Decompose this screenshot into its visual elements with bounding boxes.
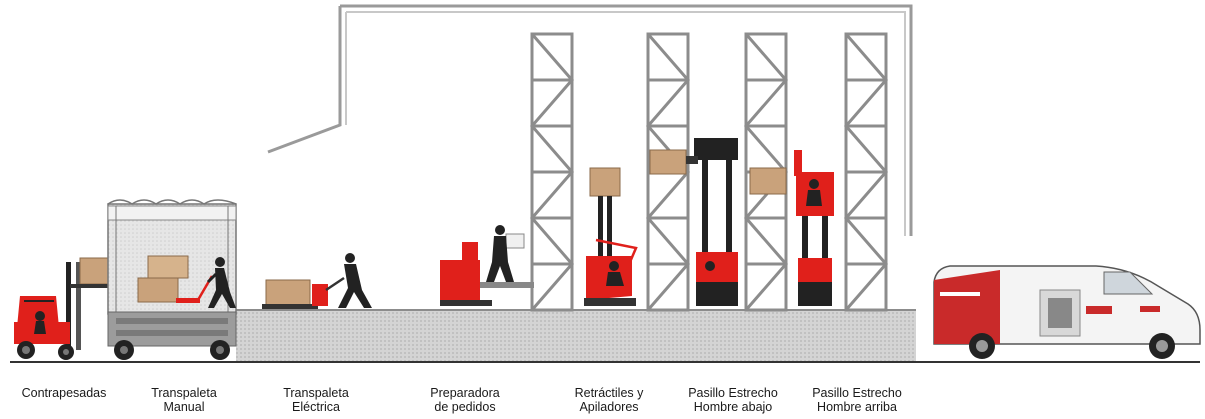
label-retractiles-line2: Apiladores xyxy=(579,400,639,414)
label-transpaleta-electrica-line1: Transpaleta xyxy=(283,386,349,400)
label-hombre-arriba-line2: Hombre arriba xyxy=(817,400,897,414)
label-transpaleta-manual-line2: Manual xyxy=(163,400,205,414)
label-preparadora-line2: de pedidos xyxy=(434,400,496,414)
label-preparadora-de-pedidos: Preparadora de pedidos xyxy=(430,386,500,414)
warehouse-building xyxy=(267,4,913,236)
label-preparadora-line1: Preparadora xyxy=(430,386,500,400)
loading-dock xyxy=(10,309,1200,363)
label-contrapesadas: Contrapesadas xyxy=(22,386,107,400)
counterbalance-forklift xyxy=(14,257,125,360)
service-van xyxy=(933,265,1201,359)
order-picker xyxy=(440,225,534,306)
electric-pallet-truck xyxy=(262,253,372,309)
label-pasillo-estrecho-hombre-arriba: Pasillo Estrecho Hombre arriba xyxy=(812,386,902,414)
label-hombre-abajo-line1: Pasillo Estrecho xyxy=(688,386,778,400)
narrow-aisle-man-up xyxy=(749,150,834,306)
reach-truck xyxy=(584,167,638,306)
label-hombre-arriba-line1: Pasillo Estrecho xyxy=(812,386,902,400)
label-retractiles-y-apiladores: Retráctiles y Apiladores xyxy=(575,386,644,414)
label-hombre-abajo-line2: Hombre abajo xyxy=(693,400,773,414)
rack-1 xyxy=(530,32,574,312)
manual-pallet-truck xyxy=(176,257,236,308)
label-retractiles-line1: Retráctiles y xyxy=(574,386,644,400)
label-pasillo-estrecho-hombre-abajo: Pasillo Estrecho Hombre abajo xyxy=(688,386,778,414)
label-transpaleta-electrica-line2: Eléctrica xyxy=(292,400,340,414)
label-transpaleta-manual-line1: Transpaleta xyxy=(151,386,217,400)
label-transpaleta-electrica: Transpaleta Eléctrica xyxy=(283,386,349,414)
rack-4 xyxy=(844,32,888,312)
label-contrapesadas-line1: Contrapesadas xyxy=(21,386,107,400)
label-transpaleta-manual: Transpaleta Manual xyxy=(151,386,217,414)
narrow-aisle-man-down xyxy=(649,138,738,306)
